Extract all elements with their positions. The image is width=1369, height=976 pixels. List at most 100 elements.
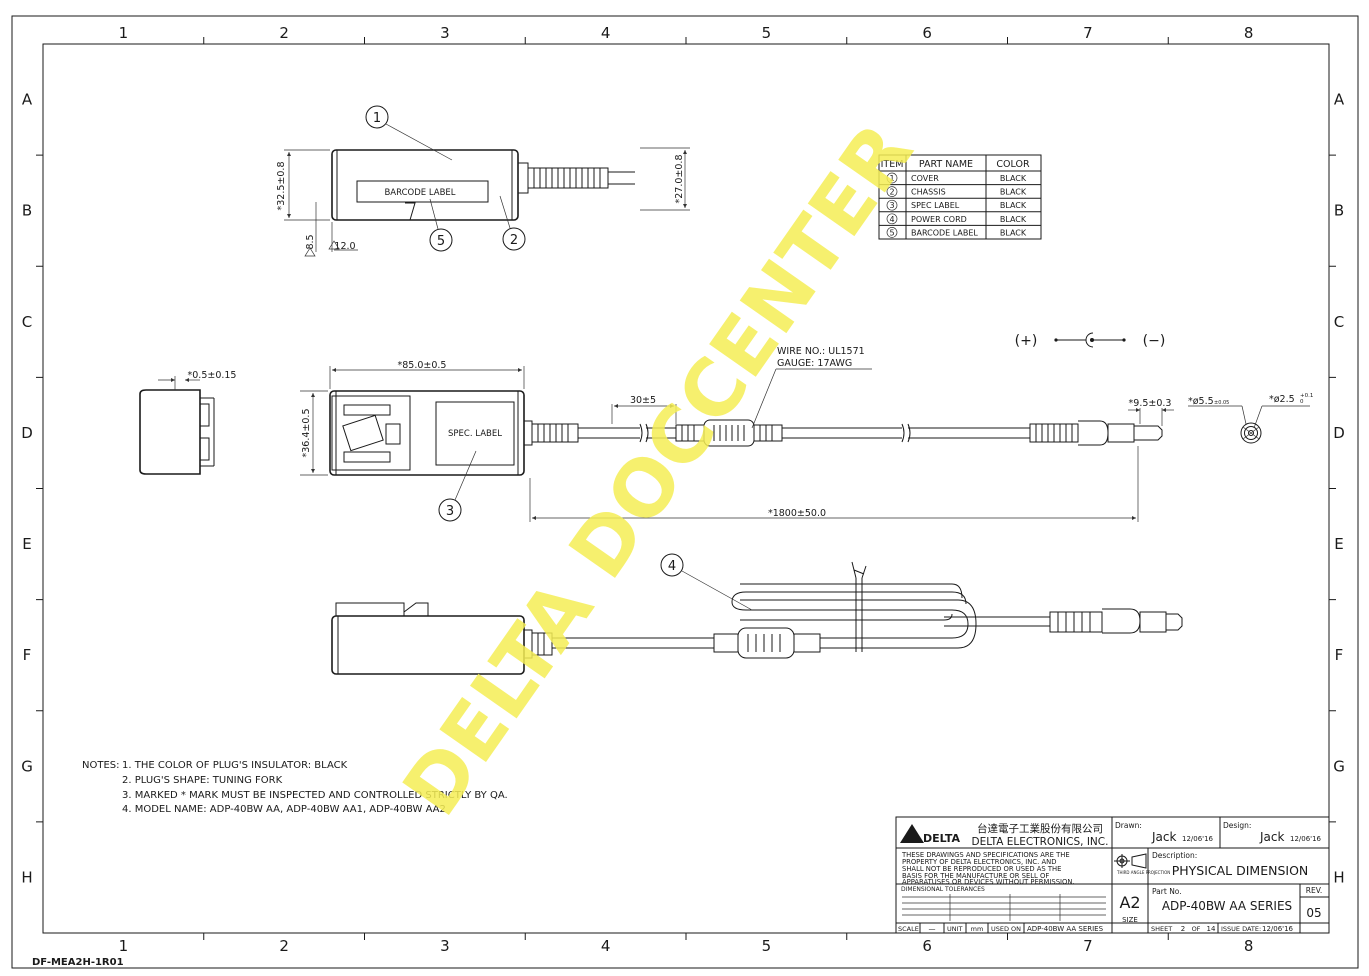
table-cell-name: POWER CORD bbox=[911, 215, 967, 224]
table-cell-name: SPEC LABEL bbox=[911, 201, 960, 210]
sheet-number: 2 bbox=[1181, 925, 1185, 933]
grid-row-label: C bbox=[1334, 313, 1344, 331]
polarity-symbol: (+) (−) bbox=[1015, 332, 1166, 349]
scale-label: SCALE bbox=[898, 925, 919, 933]
callout-4: 4 bbox=[668, 559, 676, 574]
grid-column-label: 5 bbox=[762, 24, 772, 42]
note-item: 4. MODEL NAME: ADP-40BW AA, ADP-40BW AA1… bbox=[122, 804, 446, 815]
callout-1-circle bbox=[365, 105, 389, 129]
callout-1: 1 bbox=[373, 111, 381, 126]
dim-adapter-width: *36.4±0.5 bbox=[301, 409, 312, 458]
scale: — bbox=[929, 925, 936, 933]
disclaimer-line: PROPERTY OF DELTA ELECTRONICS, INC. AND bbox=[902, 858, 1056, 866]
disclaimer-line: THESE DRAWINGS AND SPECIFICATIONS ARE TH… bbox=[901, 851, 1070, 859]
grid-column-label: 1 bbox=[119, 24, 129, 42]
table-cell-color: BLACK bbox=[1000, 228, 1027, 237]
table-header-color: COLOR bbox=[996, 159, 1030, 170]
dim-pin-thickness: *0.5±0.15 bbox=[188, 370, 237, 381]
note-item: 2. PLUG'S SHAPE: TUNING FORK bbox=[122, 775, 283, 786]
adapter-top-view: BARCODE LABEL 1 2 5 *32.5±0.8 *27.0±0.8 … bbox=[276, 105, 690, 257]
grid-row-label: H bbox=[21, 868, 32, 886]
grid-row-label: E bbox=[22, 535, 31, 553]
barcode-label-box bbox=[356, 180, 489, 203]
company-name-cn: 台達電子工業股份有限公司 bbox=[977, 822, 1103, 835]
table-row: 1 COVER BLACK bbox=[886, 172, 1027, 184]
grid-row-label: D bbox=[1333, 424, 1345, 442]
dim-height-top: *32.5±0.8 bbox=[276, 162, 287, 211]
sheet-size: A2 bbox=[1119, 893, 1140, 912]
polarity-plus: (+) bbox=[1015, 333, 1038, 349]
grid-row-label: H bbox=[1333, 868, 1344, 886]
dim-adapter-length: *85.0±0.5 bbox=[398, 360, 447, 371]
polarity-minus: (−) bbox=[1143, 333, 1166, 349]
grid-row-label: F bbox=[1335, 646, 1344, 664]
table-cell-item: 1 bbox=[889, 174, 894, 183]
dim-plug-length: *9.5±0.3 bbox=[1129, 398, 1172, 409]
table-cell-color: BLACK bbox=[1000, 201, 1027, 210]
size-label: SIZE bbox=[1122, 916, 1138, 924]
table-row: 2 CHASSIS BLACK bbox=[886, 186, 1027, 197]
tolerances-label: DIMENSIONAL TOLERANCES bbox=[901, 886, 985, 893]
drawn-label: Drawn: bbox=[1115, 821, 1142, 830]
grid-column-label: 5 bbox=[762, 937, 772, 955]
grid-row-label: F bbox=[23, 646, 32, 664]
table-cell-color: BLACK bbox=[1000, 188, 1027, 197]
grid-column-label: 6 bbox=[922, 24, 932, 42]
dim-ferrite-distance: 30±5 bbox=[630, 395, 656, 406]
callout-2-circle bbox=[502, 227, 526, 251]
disclaimer-line: SHALL NOT BE REPRODUCED OR USED AS THE bbox=[902, 865, 1061, 873]
dim-plug-id-tol-lower: 0 bbox=[1300, 399, 1304, 405]
adapter-main-view: SPEC. LABEL 3 bbox=[300, 346, 1313, 522]
description-label: Description: bbox=[1152, 851, 1197, 860]
table-cell-item: 4 bbox=[889, 215, 894, 224]
grid-column-label: 3 bbox=[440, 937, 450, 955]
sheet-label: SHEET bbox=[1151, 925, 1172, 933]
dim-plug-id-tol-upper: +0.1 bbox=[1300, 393, 1313, 399]
barcode-label-text: BARCODE LABEL bbox=[384, 188, 455, 198]
disclaimer-line: BASIS FOR THE MANUFACTURE OR SELL OF bbox=[902, 872, 1049, 880]
dim-bottom-width: 12.0 bbox=[334, 241, 355, 252]
revision: 05 bbox=[1306, 906, 1321, 920]
delta-logo-icon bbox=[900, 824, 924, 843]
design-date: 12/06'16 bbox=[1290, 835, 1322, 843]
callout-3: 3 bbox=[446, 504, 454, 519]
grid-row-label: A bbox=[22, 91, 33, 109]
table-cell-item: 5 bbox=[889, 228, 894, 237]
description: PHYSICAL DIMENSION bbox=[1172, 863, 1309, 878]
grid-column-label: 2 bbox=[279, 937, 289, 955]
used-on-label: USED ON bbox=[991, 925, 1021, 933]
table-row: 4 POWER CORD BLACK bbox=[886, 213, 1027, 225]
callout-2: 2 bbox=[510, 233, 518, 248]
grid-column-label: 8 bbox=[1244, 24, 1254, 42]
watermark: DELTA DOCCENTER bbox=[387, 108, 931, 831]
table-header-item: ITEM bbox=[881, 159, 904, 170]
grid-row-label: A bbox=[1334, 91, 1345, 109]
company-name-en: DELTA ELECTRONICS, INC. bbox=[972, 836, 1109, 848]
table-row: 3 SPEC LABEL BLACK bbox=[886, 199, 1027, 211]
spec-label-box bbox=[435, 401, 515, 466]
projection-label: THIRD ANGLE PROJECTION bbox=[1116, 870, 1170, 875]
grid-row-label: G bbox=[1333, 757, 1345, 775]
adapter-side-view: *0.5±0.15 bbox=[139, 370, 237, 475]
grid-column-label: 1 bbox=[119, 937, 129, 955]
grid-row-label: C bbox=[22, 313, 32, 331]
grid-column-label: 7 bbox=[1083, 937, 1093, 955]
sheet-total: 14 bbox=[1207, 925, 1216, 933]
callout-4-circle bbox=[660, 553, 684, 577]
wire-gauge: GAUGE: 17AWG bbox=[777, 358, 852, 369]
design-name: Jack bbox=[1259, 830, 1284, 844]
form-code: DF-MEA2H-1R01 bbox=[32, 957, 124, 968]
title-block: DELTA 台達電子工業股份有限公司 DELTA ELECTRONICS, IN… bbox=[895, 816, 1330, 934]
disclaimer-line: APPARATUSES OR DEVICES WITHOUT PERMISSIO… bbox=[902, 878, 1075, 886]
table-cell-name: BARCODE LABEL bbox=[911, 228, 978, 237]
grid-column-label: 8 bbox=[1244, 937, 1254, 955]
grid-row-label: B bbox=[22, 202, 32, 220]
used-on: ADP-40BW AA SERIES bbox=[1027, 925, 1104, 933]
issue-date-label: ISSUE DATE: bbox=[1221, 925, 1261, 933]
part-no-label: Part No. bbox=[1152, 887, 1182, 896]
grid-column-label: 4 bbox=[601, 937, 611, 955]
notes-heading: NOTES: bbox=[82, 760, 120, 771]
grid-column-label: 4 bbox=[601, 24, 611, 42]
